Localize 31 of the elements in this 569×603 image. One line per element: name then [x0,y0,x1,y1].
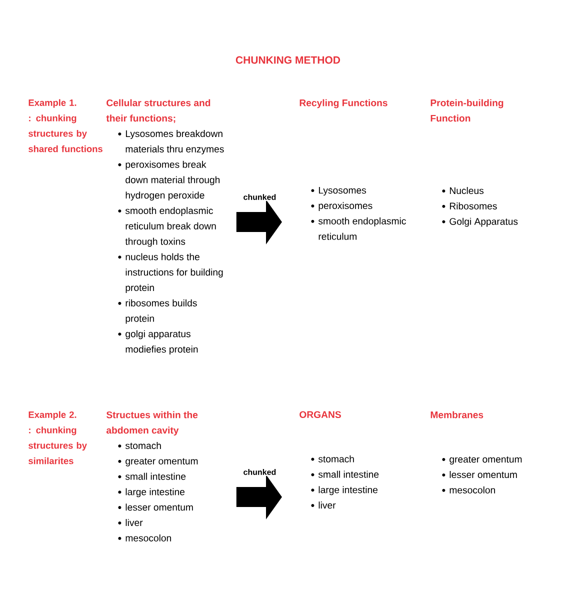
column-heading: Recyling Functions [300,99,388,108]
list-item: mesocolon [118,534,171,542]
list-item: golgi apparatus modiefies protein [118,330,198,355]
list-item: greater omentum [442,456,522,465]
list-item: large intestine [311,486,378,496]
list-item: lesser omentum [442,471,517,478]
column-heading: Structues within the abdomen cavity [106,411,198,436]
column-heading: Membranes [430,411,484,418]
list-item: small intestine [118,472,186,480]
list-item: liver [311,502,336,509]
list-item: mesocolon [442,486,495,494]
list-item: small intestine [311,470,379,478]
list-item: stomach [118,442,161,450]
title: CHUNKING METHOD [236,56,340,64]
example-label: Example 2. : chunking structures by similarites [28,411,87,464]
list-item: liver [118,519,143,526]
column-heading: Cellular structures and their functions; [106,99,210,124]
list-item: Lysosomes [311,186,366,196]
list-item: smooth endoplasmic reticulum [311,217,406,240]
list-item: stomach [311,455,354,462]
column-heading: ORGANS [300,411,341,418]
edge-label: chunked [242,193,278,201]
list-item: Nucleus [442,187,484,194]
edge-label: chunked [242,468,278,476]
list-item: lesser omentum [118,504,193,511]
list-item: large intestine [118,488,185,498]
list-item: Ribosomes [442,202,497,210]
list-item: greater omentum [118,458,198,466]
list-item: peroxisomes [311,202,372,211]
column-heading: Protein-building Function [430,99,504,122]
list-item: Golgi Apparatus [442,218,518,227]
